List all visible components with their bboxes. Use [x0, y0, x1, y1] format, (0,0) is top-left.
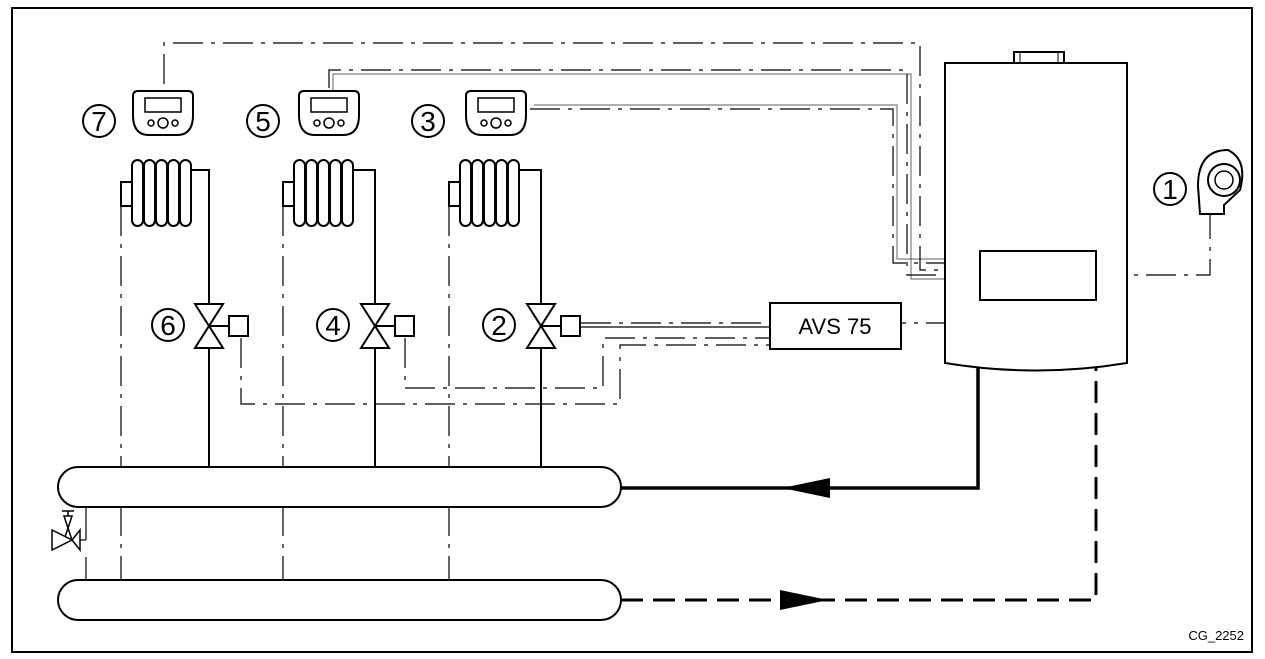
return-manifold	[57, 579, 622, 621]
drawing-code: CG_2252	[1188, 628, 1244, 643]
avs75-module	[769, 302, 902, 350]
bypass-valve	[51, 510, 86, 553]
room-thermostat-3	[465, 90, 527, 136]
callout-circle-6	[151, 308, 185, 342]
thermostat-3-signal-line	[530, 108, 980, 264]
boiler-control-unit	[979, 250, 1097, 301]
radiator-zone-7	[120, 159, 202, 227]
boiler-flow-pipe	[621, 368, 980, 490]
radiator-zone-3	[448, 159, 530, 227]
callout-circle-5	[246, 104, 280, 138]
callout-number-1: 1	[1162, 174, 1178, 205]
thermostat-5-signal-line	[328, 69, 980, 276]
radiator-zone-5	[282, 159, 364, 227]
boiler-return-pipe	[621, 368, 1098, 602]
return-direction-arrow	[780, 590, 828, 610]
outdoor-sensor	[1196, 148, 1244, 215]
callout-circle-1	[1153, 172, 1187, 206]
avs75-label: AVS 75	[799, 314, 872, 339]
avs-to-valve-4-line	[404, 337, 770, 389]
callout-number-3: 3	[420, 106, 436, 137]
callout-circle-4	[316, 308, 350, 342]
room-thermostat-7	[132, 90, 194, 136]
boiler	[944, 51, 1128, 372]
thermostat-7-signal-line	[163, 42, 980, 271]
callout-number-5: 5	[255, 106, 271, 137]
callout-number-7: 7	[91, 106, 107, 137]
callout-number-4: 4	[325, 310, 341, 341]
avs-to-valve-6-line	[240, 338, 770, 405]
callout-circle-3	[411, 104, 445, 138]
callout-number-2: 2	[491, 310, 507, 341]
callout-circle-2	[482, 308, 516, 342]
callout-circle-7	[82, 104, 116, 138]
callout-number-6: 6	[160, 310, 176, 341]
room-thermostat-5	[298, 90, 360, 136]
outdoor-sensor-line	[1096, 212, 1211, 276]
flow-direction-arrow	[782, 478, 830, 498]
supply-manifold	[57, 466, 622, 508]
